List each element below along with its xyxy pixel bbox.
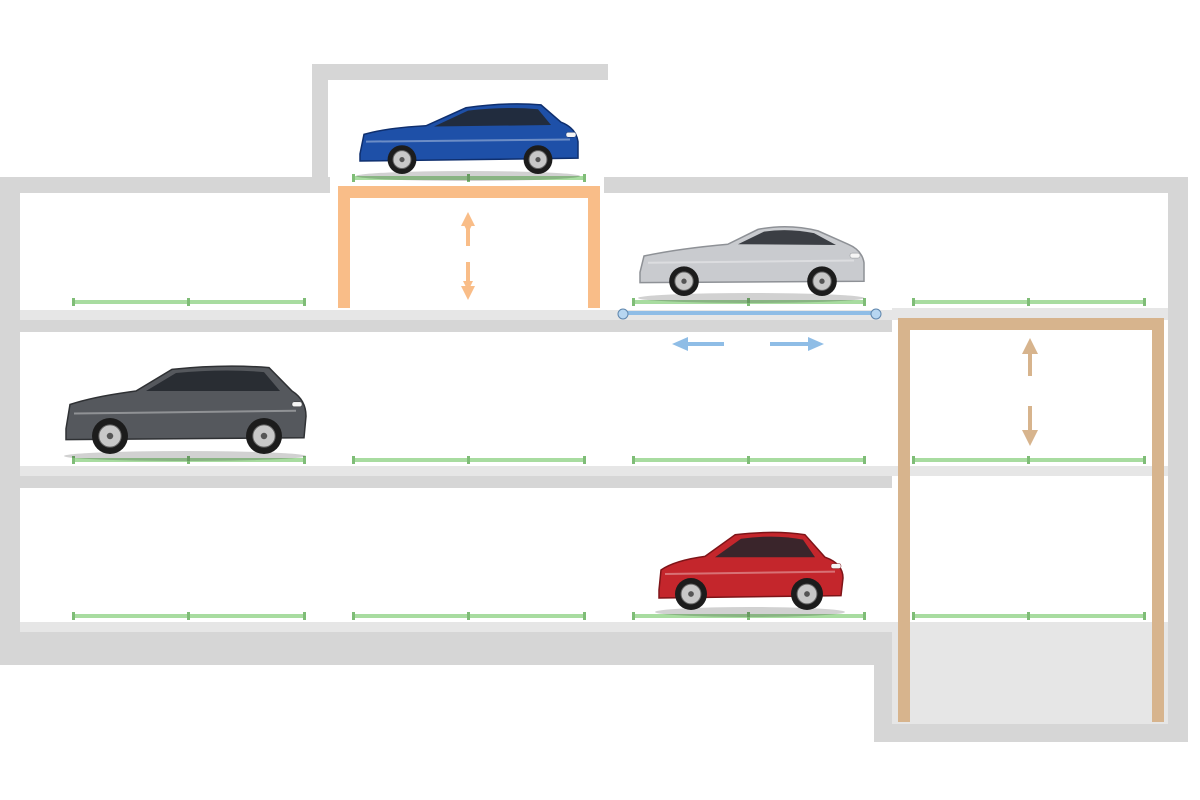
- penthouse-left-wall: [312, 64, 328, 178]
- right-outer-wall: [1168, 177, 1188, 742]
- lower-floor-slab-right: [892, 622, 1168, 632]
- roof-lift-right-post: [588, 186, 600, 308]
- car-city: [655, 531, 845, 617]
- main-roof-left: [0, 177, 330, 193]
- parking-pallets: [72, 174, 1146, 620]
- middle-floor-slab: [20, 466, 892, 476]
- arrow-left-right-icon: [672, 337, 824, 351]
- shuttle-wheel-right: [870, 308, 882, 320]
- basement-slab: [0, 632, 892, 665]
- pallet: [352, 456, 586, 464]
- pallet: [632, 612, 866, 620]
- roof-lift: [338, 186, 600, 308]
- pit-left-wall: [874, 632, 892, 742]
- car-suv: [64, 365, 307, 461]
- shuttle: [617, 308, 882, 351]
- shaft-lift-left-post: [898, 318, 910, 722]
- arrow-up-down-icon: [461, 212, 475, 300]
- cars: [64, 103, 865, 617]
- shaft-lift: [898, 318, 1164, 722]
- middle-floor-slab-base: [20, 476, 892, 488]
- upper-floor-slab: [20, 310, 892, 320]
- pallet: [632, 456, 866, 464]
- pit-bottom-wall: [874, 724, 1188, 742]
- middle-floor-slab-right: [892, 466, 1168, 476]
- lower-floor-slab: [20, 622, 892, 632]
- shaft-lift-right-post: [1152, 318, 1164, 722]
- upper-floor-slab-right: [892, 308, 1168, 320]
- arrow-up-down-icon: [1022, 338, 1038, 446]
- shuttle-wheel-left: [617, 308, 629, 320]
- car-coupe: [638, 226, 865, 303]
- shaft-lift-top-beam: [898, 318, 1164, 330]
- pallet: [72, 456, 306, 464]
- pallet: [72, 298, 306, 306]
- pallet: [632, 298, 866, 306]
- pallet: [912, 612, 1146, 620]
- building-structure: [0, 64, 1188, 742]
- pallet: [72, 612, 306, 620]
- roof-lift-top-beam: [338, 186, 600, 198]
- main-roof-right: [604, 177, 1188, 193]
- pallet: [912, 456, 1146, 464]
- car-hatchback: [356, 103, 580, 181]
- pit-floor: [892, 632, 1168, 724]
- pallet: [912, 298, 1146, 306]
- pallet: [352, 174, 586, 182]
- pallet: [352, 612, 586, 620]
- upper-floor-slab-base: [20, 320, 892, 332]
- penthouse-roof: [312, 64, 608, 80]
- left-outer-wall: [0, 177, 20, 665]
- roof-lift-left-post: [338, 186, 350, 308]
